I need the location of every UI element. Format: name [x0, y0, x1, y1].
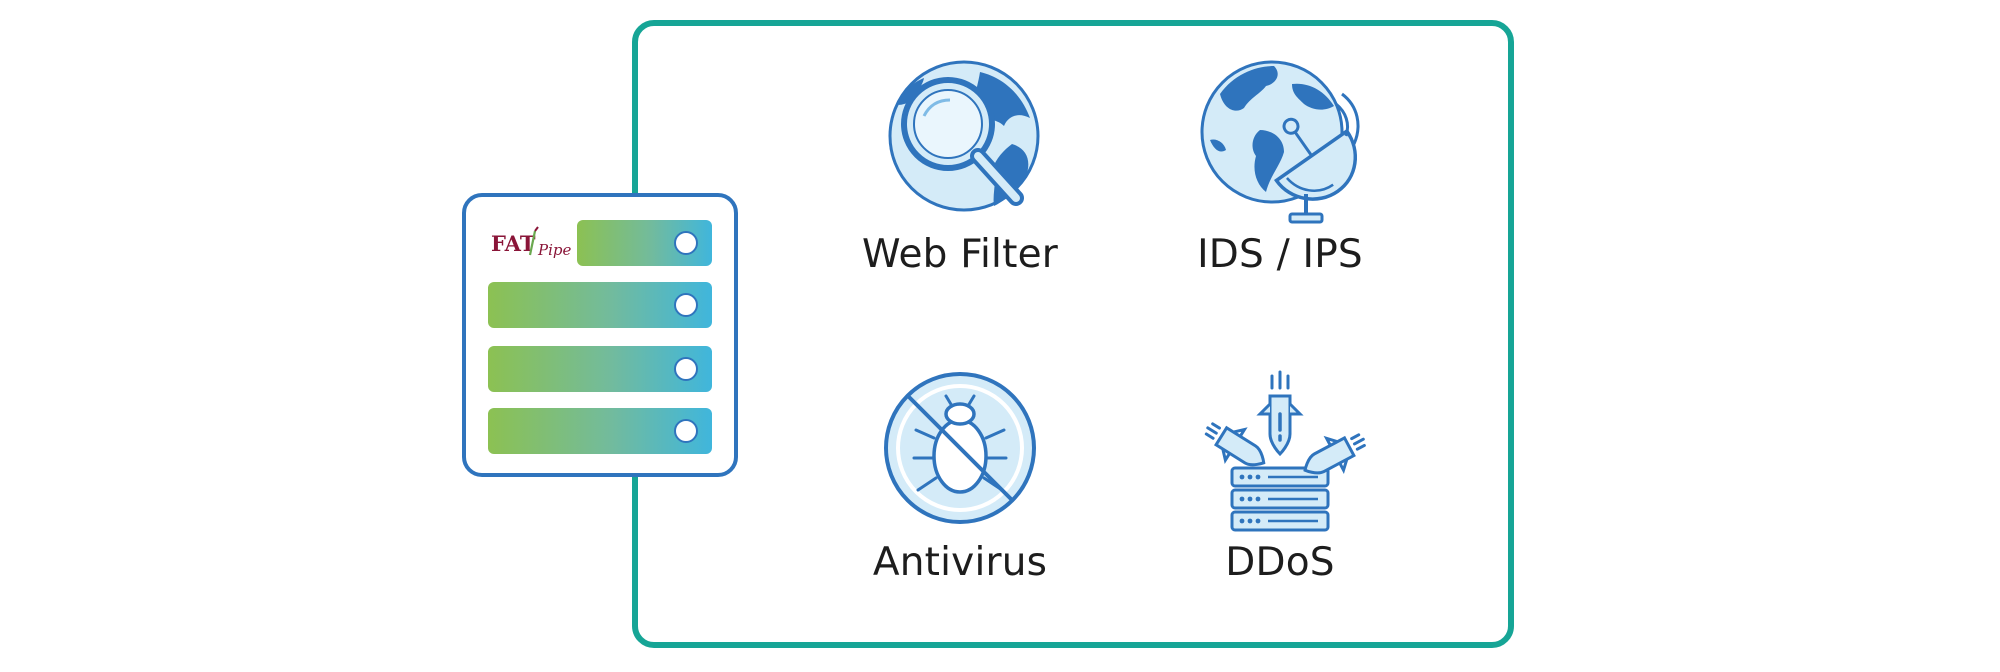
server-slot-led	[674, 419, 698, 443]
ddos-attack-icon	[1204, 370, 1366, 532]
server-slot-led	[674, 293, 698, 317]
feature-label: Antivirus	[872, 540, 1048, 585]
server-slot-led	[674, 231, 698, 255]
server-slot-1	[577, 220, 712, 266]
globe-search-icon	[888, 60, 1040, 212]
feature-web-filter: Web Filter	[820, 60, 1100, 320]
satellite-globe-icon	[1200, 60, 1360, 224]
feature-ddos: DDoS	[1140, 368, 1420, 628]
server-slot-3	[488, 346, 712, 392]
logo-text-main: FAT	[491, 231, 536, 256]
server-slot-4	[488, 408, 712, 454]
feature-label: Web Filter	[861, 232, 1058, 277]
logo-text-accent: Pipe	[537, 241, 571, 259]
fatpipe-logo: FAT Pipe	[491, 226, 571, 259]
security-services-frame	[632, 20, 1514, 648]
feature-label: IDS / IPS	[1197, 232, 1363, 277]
feature-antivirus: Antivirus	[820, 368, 1100, 628]
server-slot-led	[674, 357, 698, 381]
no-bug-icon	[884, 372, 1036, 524]
feature-label: DDoS	[1225, 540, 1335, 585]
server-slot-2	[488, 282, 712, 328]
feature-ids-ips: IDS / IPS	[1140, 60, 1420, 320]
